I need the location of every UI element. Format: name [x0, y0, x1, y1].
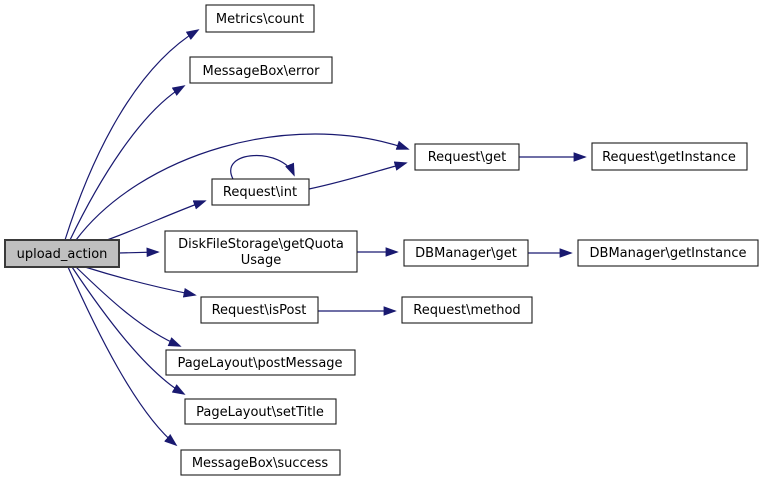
node-box — [414, 143, 520, 171]
node-label: Request\int — [223, 185, 297, 200]
node-label: PageLayout\setTitle — [196, 405, 324, 420]
node-box — [577, 239, 759, 267]
node-upload-action[interactable]: upload_action — [4, 239, 120, 268]
node-box — [403, 239, 529, 267]
node-box — [164, 230, 358, 273]
node-request-getinstance[interactable]: Request\getInstance — [591, 142, 748, 171]
node-box — [184, 398, 337, 425]
node-label: Metrics\count — [216, 12, 304, 27]
node-messagebox-success[interactable]: MessageBox\success — [180, 449, 341, 476]
node-box — [4, 239, 120, 268]
edge-upload-action-to-request-get — [75, 133, 410, 241]
node-box — [211, 178, 310, 206]
node-metrics-count[interactable]: Metrics\count — [205, 4, 315, 33]
node-label: Request\isPost — [212, 303, 307, 318]
node-label-line1: DiskFileStorage\getQuota — [178, 237, 344, 252]
node-request-method[interactable]: Request\method — [401, 296, 533, 324]
node-pagelayout-settitle[interactable]: PageLayout\setTitle — [184, 398, 337, 425]
node-label: MessageBox\success — [192, 456, 329, 471]
node-label: Request\getInstance — [602, 150, 736, 165]
node-box — [401, 296, 533, 324]
edge-upload-action-to-messagebox-success — [67, 266, 178, 447]
edge-upload-action-to-request-int — [106, 200, 207, 241]
node-diskfilestorage-getquotausage[interactable]: DiskFileStorage\getQuota Usage — [164, 230, 358, 273]
node-label: Request\method — [413, 303, 520, 318]
node-label: DBManager\get — [415, 246, 517, 261]
node-box — [165, 349, 356, 376]
edge-upload-action-to-pagelayout-settitle — [71, 266, 186, 395]
node-label: upload_action — [17, 247, 108, 262]
edge-upload-action-to-pagelayout-postmessage — [75, 266, 182, 347]
node-label: MessageBox\error — [203, 64, 321, 79]
node-label: Request\get — [428, 150, 507, 165]
node-dbmanager-get[interactable]: DBManager\get — [403, 239, 529, 267]
edge-layer — [64, 29, 587, 447]
node-box — [591, 142, 748, 171]
edge-upload-action-to-messagebox-error — [69, 85, 186, 241]
node-request-int[interactable]: Request\int — [211, 178, 310, 206]
edge-request-int-to-request-get — [308, 161, 408, 190]
node-label: PageLayout\postMessage — [177, 356, 342, 371]
node-messagebox-error[interactable]: MessageBox\error — [189, 56, 333, 84]
edge-upload-action-to-request-ispost — [84, 266, 197, 298]
edge-upload-action-to-metrics-count — [64, 29, 200, 241]
node-label: DBManager\getInstance — [590, 246, 747, 261]
node-pagelayout-postmessage[interactable]: PageLayout\postMessage — [165, 349, 356, 376]
node-box — [200, 296, 319, 324]
node-box — [205, 4, 315, 33]
edge-request-int-self-loop — [230, 155, 295, 180]
node-dbmanager-getinstance[interactable]: DBManager\getInstance — [577, 239, 759, 267]
node-box — [180, 449, 341, 476]
node-request-get[interactable]: Request\get — [414, 143, 520, 171]
edge-upload-action-to-diskfilestorage-getquotausage — [118, 247, 160, 258]
node-request-ispost[interactable]: Request\isPost — [200, 296, 319, 324]
node-box — [189, 56, 333, 84]
node-label-line2: Usage — [241, 253, 282, 268]
